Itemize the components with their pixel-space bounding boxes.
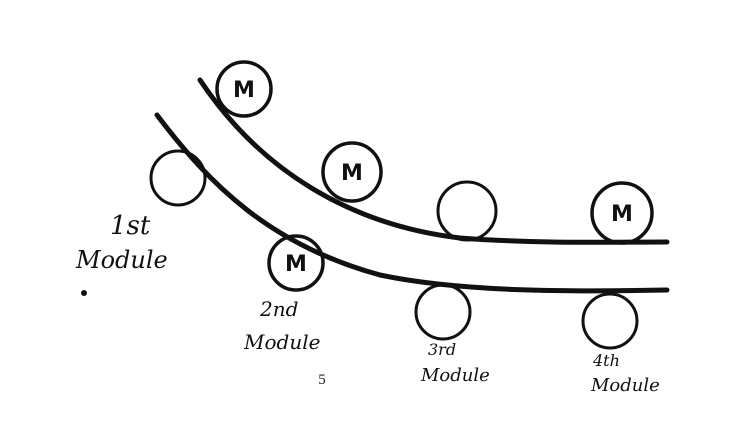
lower-rail (154, 112, 670, 294)
module-4: M (581, 181, 654, 350)
module-1-ordinal: 1st (110, 211, 151, 241)
motor-wheel-symbol: M (233, 78, 255, 103)
page-number: 5 (318, 372, 326, 388)
motor-wheel-circle (215, 60, 273, 118)
idler-wheel (149, 149, 207, 207)
motor-wheel-circle (590, 181, 654, 245)
motor-wheel-symbol: M (285, 252, 307, 277)
module-2: M (267, 234, 325, 292)
module-1-word: Module (75, 246, 168, 274)
motor-wheel-symbol: M (611, 202, 633, 227)
module-3 (414, 180, 498, 341)
module-3-ordinal: 3rd (428, 340, 456, 359)
idler-wheel-upper (436, 180, 498, 242)
motor-wheel-top: M (215, 60, 273, 118)
module-4-ordinal: 4th (592, 351, 620, 370)
module-3-word: Module (420, 365, 490, 386)
motor-wheel-middle: M (321, 141, 383, 203)
idler-wheel-lower (414, 283, 472, 341)
module-1 (149, 149, 207, 207)
motor-wheel-circle (267, 234, 325, 292)
module-2-ordinal: 2nd (259, 297, 298, 321)
module-2-word: Module (243, 330, 320, 354)
module-4-word: Module (590, 375, 660, 396)
idler-wheel-lower (581, 292, 639, 350)
upper-rail (197, 77, 670, 245)
motor-wheel-circle (321, 141, 383, 203)
ink-dot (81, 290, 87, 296)
motor-wheel-symbol: M (341, 161, 363, 186)
